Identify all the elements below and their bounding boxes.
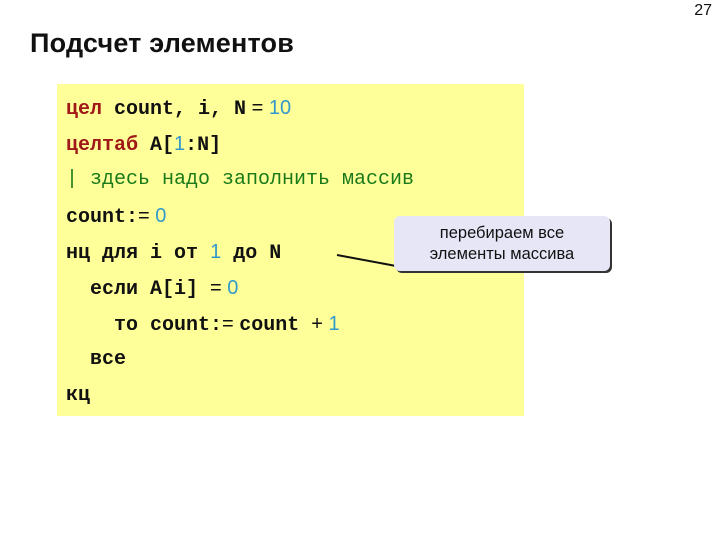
number-literal: 1 (328, 313, 340, 335)
number-literal: 1 (210, 241, 222, 263)
code-block: цел count, i, N = 10 целтаб A[1:N] | зде… (66, 90, 414, 414)
code-text: A[i] (138, 278, 211, 301)
code-line-1: цел count, i, N = 10 (66, 90, 414, 126)
code-line-9: кц (66, 384, 91, 407)
code-text: i (138, 242, 175, 265)
keyword-to: до (233, 242, 258, 265)
code-text: :N] (185, 134, 222, 157)
operator: = (222, 313, 240, 335)
operator: = (246, 97, 269, 119)
number-literal: 1 (174, 133, 186, 155)
page-number: 27 (694, 2, 712, 19)
number-literal: 10 (268, 97, 292, 119)
code-line-6: если A[i] = 0 (66, 270, 414, 306)
keyword-then: то (66, 314, 139, 337)
callout-line-2: элементы массива (429, 244, 575, 263)
code-line-5: нц для i от 1 до N (66, 234, 414, 270)
keyword-if: если (66, 278, 139, 301)
slide-title: Подсчет элементов (30, 28, 295, 58)
code-line-3-comment: | здесь надо заполнить массив (66, 168, 415, 191)
code-line-2: целтаб A[1:N] (66, 126, 414, 162)
code-text: N (257, 242, 282, 265)
keyword-int: цел (66, 98, 103, 121)
code-text: count: (138, 314, 223, 337)
operator: + (311, 313, 329, 335)
keyword-int-array: целтаб (66, 134, 139, 157)
number-literal: 0 (155, 205, 167, 227)
code-text: count (239, 314, 312, 337)
keyword-loop-for: нц для (66, 242, 139, 265)
callout-note: перебираем все элементы массива (394, 216, 610, 271)
operator: = (138, 205, 156, 227)
code-text: count: (66, 206, 139, 229)
code-text: count, i, N (102, 98, 247, 121)
code-text: A[ (138, 134, 175, 157)
keyword-from: от (174, 242, 199, 265)
operator: = (210, 277, 228, 299)
code-line-4: count:= 0 (66, 198, 414, 234)
code-line-8: все (66, 348, 127, 371)
code-line-7: то count:= count + 1 (66, 306, 414, 342)
number-literal: 0 (227, 277, 239, 299)
callout-line-1: перебираем все (439, 223, 565, 242)
